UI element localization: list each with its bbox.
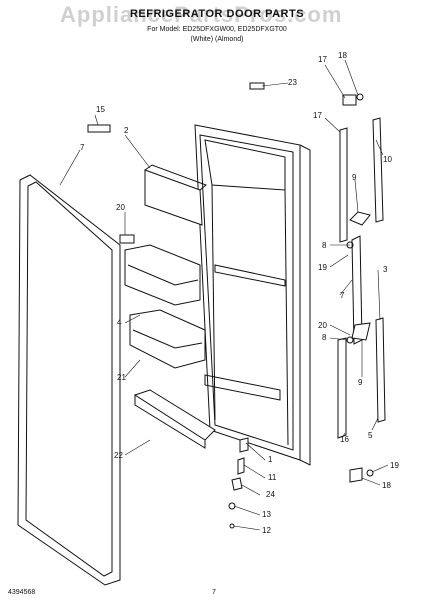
callout-20: 20 [116, 203, 125, 212]
leader-lines [59, 59, 389, 531]
door-bin-middle [129, 309, 206, 369]
top-hinge-part [87, 124, 111, 133]
hardware-parts [228, 82, 374, 529]
door-handle-trim [337, 117, 386, 439]
callout-9: 9 [352, 173, 357, 182]
callout-14: 15 [96, 105, 105, 114]
callout-16: 17 [313, 111, 322, 120]
callout-17b: 18 [382, 481, 391, 490]
page-number: 7 [212, 589, 216, 596]
callout-11: 11 [268, 473, 277, 482]
door-shelf-part [133, 389, 216, 449]
callout-24: 24 [266, 490, 275, 499]
callout-labels: 15 2 7 20 4 21 22 23 17 17 18 10 9 8 19 … [80, 51, 399, 535]
callout-4: 4 [117, 318, 122, 327]
callout-21: 21 [117, 373, 126, 382]
callout-15: 16 [340, 435, 349, 444]
diagram-title: REFRIGERATOR DOOR PARTS [129, 8, 305, 20]
callout-18: 18 [338, 51, 347, 60]
bin-hinge-part [119, 234, 135, 244]
door-panel [194, 124, 311, 466]
callout-18b: 19 [390, 461, 399, 470]
callout-10: 10 [383, 155, 392, 164]
callout-7: 7 [340, 291, 345, 300]
callout-8: 8 [322, 241, 327, 250]
callout-3: 3 [383, 265, 388, 274]
callout-19: 19 [318, 263, 327, 272]
callout-1: 1 [268, 455, 273, 464]
callout-22: 22 [114, 451, 123, 460]
callout-19b: 20 [318, 321, 327, 330]
door-gasket [17, 174, 121, 586]
callout-9b: 9 [358, 378, 363, 387]
callout-23: 23 [288, 78, 297, 87]
dairy-door-part [144, 164, 207, 226]
callout-2: 2 [124, 126, 129, 135]
model-line: For Model: ED25DFXGW00, ED25DFXGT00 [147, 26, 287, 33]
door-bin-upper [124, 244, 201, 306]
callout-13: 13 [262, 510, 271, 519]
callout-12: 12 [262, 526, 271, 535]
callout-5: 5 [368, 431, 373, 440]
callout-6: 7 [80, 143, 85, 152]
color-line: (White) (Almond) [190, 36, 244, 43]
callout-17: 17 [318, 55, 327, 64]
exploded-parts-diagram: 15 2 7 20 4 21 22 23 17 17 18 10 9 8 19 … [17, 51, 399, 586]
document-number: 4394568 [8, 589, 36, 596]
callout-8b: 8 [322, 333, 327, 342]
watermark: AppliancePartsPros.com [60, 2, 343, 27]
